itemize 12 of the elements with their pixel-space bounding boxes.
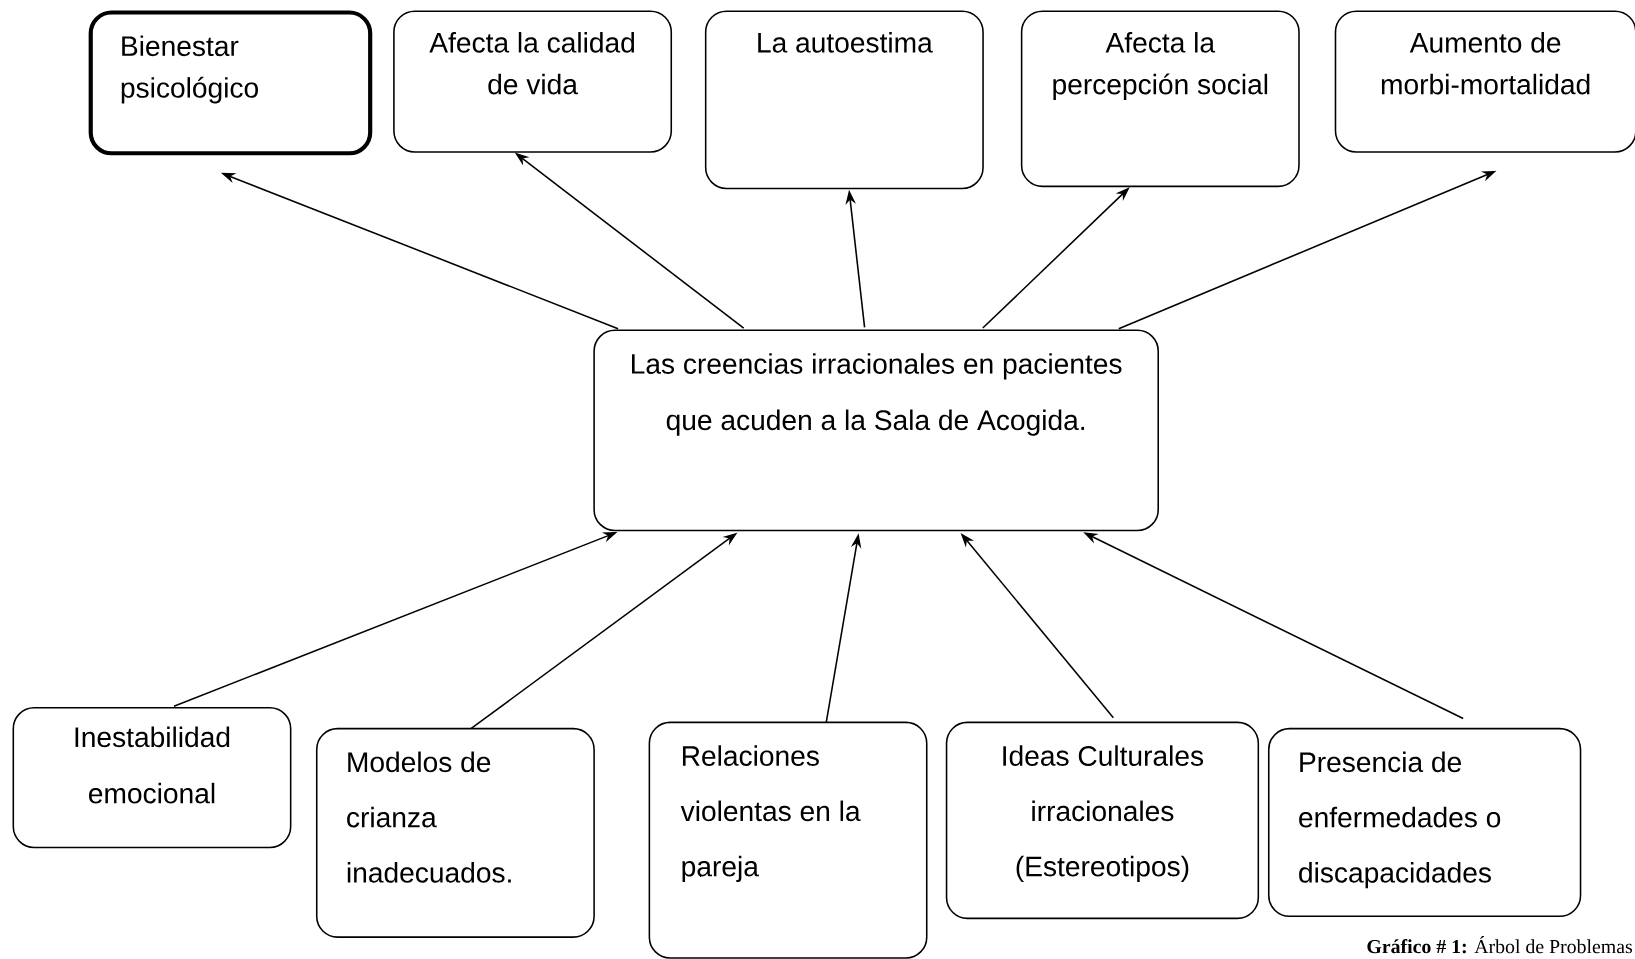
effect-box: Afecta la calidad de vida: [393, 10, 673, 153]
cause-box: Inestabilidad emocional: [12, 706, 292, 849]
effect-box: Aumento de morbi-mortalidad: [1334, 10, 1635, 153]
effect-box: Afecta la percepción social: [1020, 10, 1300, 187]
caption: Gráfico # 1: Árbol de Problemas: [1367, 935, 1632, 954]
effect-box: Bienestar psicológico: [88, 10, 373, 156]
cause-box: Relaciones violentas en la pareja: [648, 721, 928, 959]
effect-box: La autoestima: [704, 10, 984, 190]
cause-box: Modelos de crianza inadecuados.: [315, 727, 595, 938]
problem-box: Las creencias irracionales en pacientes que acuden a la Sala de Acogida.: [593, 329, 1159, 532]
cause-box: Presencia de enfermedades o discapacidades: [1267, 727, 1582, 917]
cause-box: Ideas Culturales irracionales (Estereotipos): [945, 721, 1260, 919]
